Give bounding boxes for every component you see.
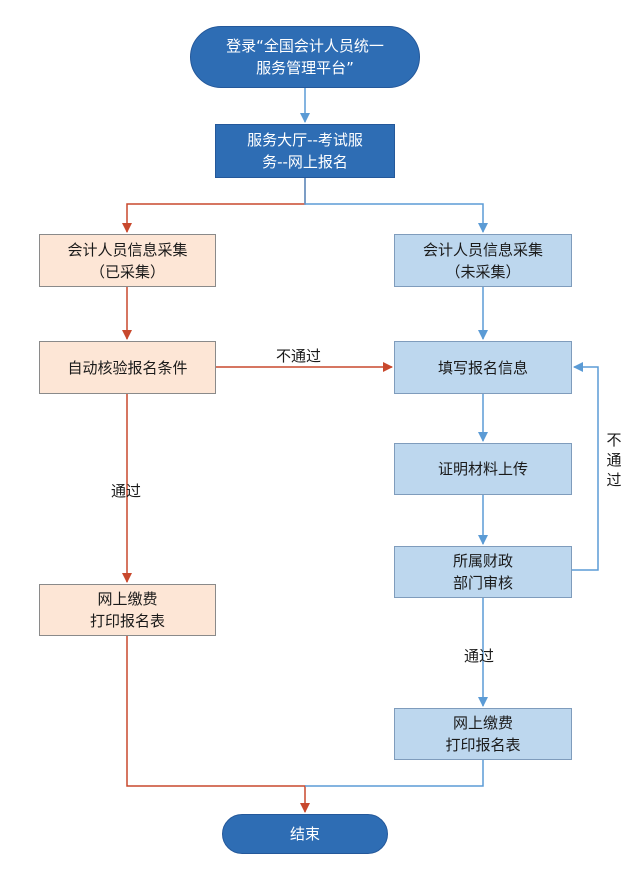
start-node: 登录“全国会计人员统一 服务管理平台” — [190, 26, 420, 88]
pay-print-left-node: 网上缴费 打印报名表 — [39, 584, 216, 636]
edge-pay-right-to-end — [305, 760, 484, 787]
label-pass-left: 通过 — [111, 482, 142, 500]
edge-pay-left-to-end — [126, 636, 310, 813]
service-hall-node: 服务大厅--考试服 务--网上报名 — [215, 124, 395, 178]
fill-info-node: 填写报名信息 — [394, 341, 572, 394]
label-fail-horizontal: 不通过 — [276, 347, 322, 365]
upload-docs-node: 证明材料上传 — [394, 443, 572, 495]
label-pass-right: 通过 — [464, 647, 495, 665]
pay-print-right-node: 网上缴费 打印报名表 — [394, 708, 572, 760]
edge-review-to-fill-loop — [572, 362, 599, 571]
auto-verify-node: 自动核验报名条件 — [39, 341, 216, 394]
end-node: 结束 — [222, 814, 388, 854]
edge-hall-to-collected — [122, 178, 306, 233]
finance-review-node: 所属财政 部门审核 — [394, 546, 572, 598]
edge-hall-to-not-collected — [304, 178, 488, 233]
info-collected-node: 会计人员信息采集 （已采集） — [39, 234, 216, 287]
label-fail-loop: 不 通 过 — [606, 431, 622, 489]
info-not-collected-node: 会计人员信息采集 （未采集） — [394, 234, 572, 287]
